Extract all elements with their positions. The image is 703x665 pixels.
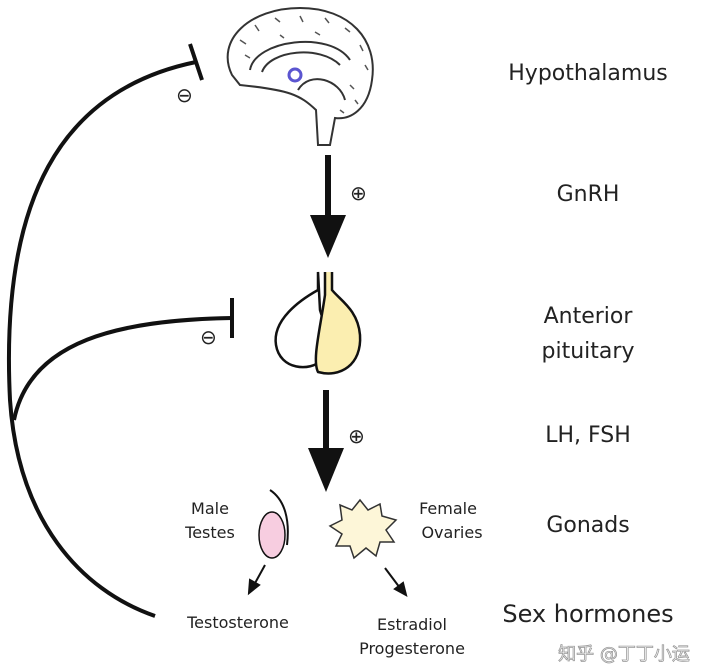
female-label: Female [419, 499, 477, 518]
pituitary-label: pituitary [542, 339, 635, 364]
long-feedback-line [7, 60, 197, 618]
testes-to-testosterone-arrow [247, 564, 266, 596]
male-label: Male [191, 499, 229, 518]
gnrh-arrow [310, 155, 346, 258]
gonads-label: Gonads [546, 513, 629, 538]
negative-sign-pituitary: ⊖ [200, 325, 217, 349]
anterior-label: Anterior [544, 304, 634, 329]
testosterone-label: Testosterone [186, 613, 289, 632]
testes-icon [258, 489, 289, 559]
progesterone-label: Progesterone [359, 639, 465, 658]
positive-sign-lh-fsh: ⊕ [348, 424, 365, 448]
testes-label: Testes [184, 523, 235, 542]
watermark: 知乎 @丁丁小运 [558, 644, 690, 665]
short-feedback-line [12, 316, 233, 421]
hypothalamus-label: Hypothalamus [508, 61, 667, 86]
gnrh-label: GnRH [557, 182, 620, 207]
brain-icon [226, 6, 374, 146]
ovaries-label: Ovaries [421, 523, 482, 542]
negative-sign-hypothalamus: ⊖ [176, 83, 193, 107]
pituitary-icon [274, 271, 362, 375]
hypothalamus-marker [287, 67, 303, 83]
lh-fsh-arrow [308, 390, 344, 492]
sex-hormones-label: Sex hormones [502, 600, 673, 628]
ovaries-icon [328, 498, 398, 560]
ovaries-to-estradiol-arrow [384, 567, 408, 597]
lh-fsh-label: LH, FSH [545, 423, 631, 448]
positive-sign-gnrh: ⊕ [350, 181, 367, 205]
long-feedback-inhibit-bar [188, 43, 204, 81]
estradiol-label: Estradiol [377, 615, 447, 634]
